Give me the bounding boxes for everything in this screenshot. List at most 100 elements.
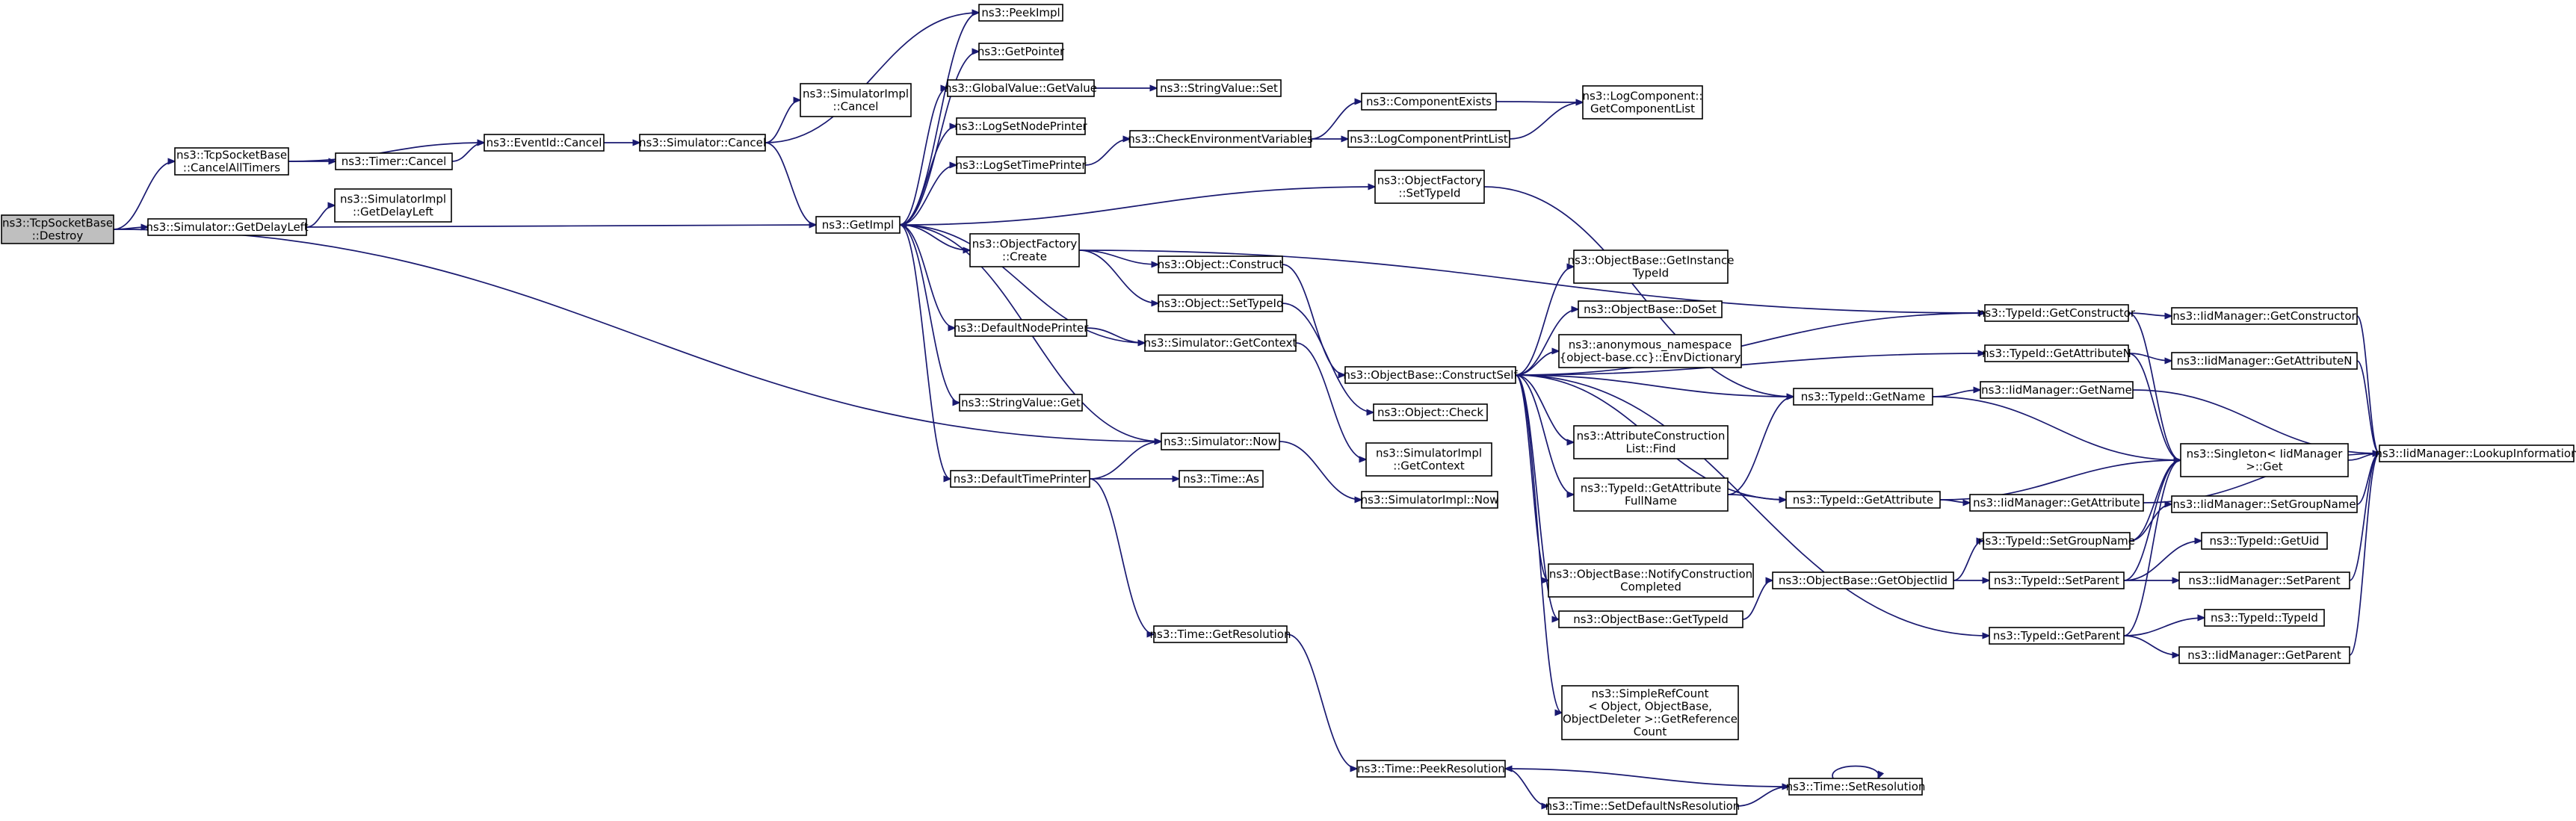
node-destroy[interactable]: ns3::TcpSocketBase::Destroy	[1, 214, 114, 244]
node-objSetTypeId[interactable]: ns3::Object::SetTypeId	[1158, 294, 1284, 312]
node-ofCreate[interactable]: ns3::ObjectFactory::Create	[969, 233, 1080, 267]
node-box	[1356, 760, 1506, 778]
node-tidGetName[interactable]: ns3::TypeId::GetName	[1793, 388, 1933, 406]
node-peekImpl[interactable]: ns3::PeekImpl	[978, 4, 1063, 22]
node-label: ns3::IidManager::GetAttributeN	[2177, 354, 2353, 368]
edge-getImpl-to-defaultNodePrinter	[899, 224, 955, 328]
node-tidSetGroupName[interactable]: ns3::TypeId::SetGroupName	[1978, 532, 2135, 550]
node-box	[1793, 388, 1933, 406]
node-label: ns3::AttributeConstruction	[1577, 430, 1726, 443]
node-box	[1983, 532, 2131, 550]
node-logComponentPrintList[interactable]: ns3::LogComponentPrintList	[1347, 130, 1510, 148]
node-label: ns3::StringValue::Set	[1160, 81, 1278, 95]
node-label: ns3::Singleton< IidManager	[2187, 447, 2344, 461]
node-label: ns3::TcpSocketBase	[2, 217, 113, 230]
edge-getImpl-to-defaultTimePrinter	[899, 224, 951, 479]
node-tidGetConstructor[interactable]: ns3::TypeId::GetConstructor	[1978, 304, 2136, 322]
node-envDictionary[interactable]: ns3::anonymous_namespace{object-base.cc}…	[1558, 334, 1742, 368]
node-cancelAllTimers[interactable]: ns3::TcpSocketBase::CancelAllTimers	[174, 147, 289, 176]
node-objCheck[interactable]: ns3::Object::Check	[1373, 403, 1488, 421]
node-obDoSet[interactable]: ns3::ObjectBase::DoSet	[1578, 300, 1723, 318]
node-label: ns3::DefaultNodePrinter	[954, 321, 1090, 335]
node-label: ns3::PeekImpl	[981, 6, 1060, 19]
node-iidSetGroupName[interactable]: ns3::IidManager::SetGroupName	[2171, 495, 2358, 513]
edge-simGetContext-to-getImpl	[900, 225, 1146, 344]
node-label: ns3::SimulatorImpl	[803, 87, 909, 101]
node-tidSetParent[interactable]: ns3::TypeId::SetParent	[1989, 571, 2125, 589]
node-iidGetConstructor[interactable]: ns3::IidManager::GetConstructor	[2171, 307, 2358, 325]
node-iidLookupInfo[interactable]: ns3::IidManager::LookupInformation	[2375, 444, 2576, 462]
node-obGetTypeId[interactable]: ns3::ObjectBase::GetTypeId	[1558, 610, 1743, 628]
node-label: ns3::LogComponentPrintList	[1350, 132, 1508, 146]
node-obNotifyConstruction[interactable]: ns3::ObjectBase::NotifyConstructionCompl…	[1548, 563, 1754, 598]
node-simNow[interactable]: ns3::Simulator::Now	[1161, 433, 1280, 450]
node-ofSetTypeId[interactable]: ns3::ObjectFactory::SetTypeId	[1374, 170, 1485, 204]
node-timeSetDefaultNsRes[interactable]: ns3::Time::SetDefaultNsResolution	[1545, 797, 1741, 815]
node-tidGetAttributeN[interactable]: ns3::TypeId::GetAttributeN	[1982, 344, 2131, 362]
node-logCompGetList[interactable]: ns3::LogComponent::GetComponentList	[1582, 85, 1703, 120]
node-box	[1548, 563, 1754, 598]
node-tidTypeId[interactable]: ns3::TypeId::TypeId	[2204, 609, 2325, 627]
node-label: FullName	[1625, 495, 1677, 508]
node-box	[1361, 491, 1498, 509]
edge-objConstruct-to-obConstructSelf	[1282, 264, 1345, 375]
node-objConstruct[interactable]: ns3::Object::Construct	[1158, 255, 1284, 273]
node-gvGetValue[interactable]: ns3::GlobalValue::GetValue	[945, 79, 1097, 97]
node-label: ns3::Time::As	[1183, 472, 1259, 486]
node-tidGetUid[interactable]: ns3::TypeId::GetUid	[2201, 532, 2328, 550]
node-svSet[interactable]: ns3::StringValue::Set	[1156, 79, 1282, 97]
node-getImpl[interactable]: ns3::GetImpl	[815, 216, 901, 234]
edge-obConstructSelf-to-simpleRefCount	[1515, 374, 1562, 713]
node-label: ::Cancel	[833, 100, 879, 114]
node-box	[1373, 403, 1488, 421]
node-simGetContext[interactable]: ns3::Simulator::GetContext	[1144, 334, 1297, 352]
node-simCancel[interactable]: ns3::Simulator::Cancel	[639, 134, 766, 152]
node-timeAs[interactable]: ns3::Time::As	[1179, 470, 1264, 488]
node-iidGetParent[interactable]: ns3::IidManager::GetParent	[2178, 646, 2350, 664]
node-logSetTimePrinter[interactable]: ns3::LogSetTimePrinter	[955, 156, 1087, 174]
node-box	[147, 218, 307, 236]
node-defaultNodePrinter[interactable]: ns3::DefaultNodePrinter	[954, 319, 1090, 337]
node-simImplGetDelayLeft[interactable]: ns3::SimulatorImpl::GetDelayLeft	[334, 188, 452, 223]
node-obGetObjectIid[interactable]: ns3::ObjectBase::GetObjectIid	[1772, 571, 1954, 589]
edge-tidGetName-to-singletonGet	[1932, 396, 2181, 460]
node-simpleRefCount[interactable]: ns3::SimpleRefCount< Object, ObjectBase,…	[1561, 685, 1739, 740]
node-box	[2171, 307, 2358, 325]
node-simImplGetContext[interactable]: ns3::SimulatorImpl::GetContext	[1365, 442, 1492, 477]
node-eventIdCancel[interactable]: ns3::EventId::Cancel	[484, 134, 605, 152]
node-checkEnvVars[interactable]: ns3::CheckEnvironmentVariables	[1128, 130, 1313, 148]
node-box	[1, 214, 114, 244]
node-iidSetParent[interactable]: ns3::IidManager::SetParent	[2178, 571, 2350, 589]
node-tidGetAttribute[interactable]: ns3::TypeId::GetAttribute	[1785, 491, 1941, 509]
edge-timeSetResolution-to-timeSetResolution	[1832, 765, 1879, 779]
node-svGet[interactable]: ns3::StringValue::Get	[959, 394, 1083, 412]
node-timePeekResolution[interactable]: ns3::Time::PeekResolution	[1356, 760, 1506, 778]
node-getPointer[interactable]: ns3::GetPointer	[977, 43, 1065, 61]
node-label: ns3::ObjectFactory	[1377, 174, 1483, 188]
node-iidGetAttributeN[interactable]: ns3::IidManager::GetAttributeN	[2171, 352, 2358, 370]
node-box	[334, 188, 452, 223]
node-obConstructSelf[interactable]: ns3::ObjectBase::ConstructSelf	[1343, 366, 1518, 384]
node-timeGetResolution[interactable]: ns3::Time::GetResolution	[1150, 625, 1291, 643]
node-simGetDelayLeft[interactable]: ns3::Simulator::GetDelayLeft	[146, 218, 309, 236]
node-simImplNow[interactable]: ns3::SimulatorImpl::Now	[1361, 491, 1499, 509]
node-timerCancel[interactable]: ns3::Timer::Cancel	[335, 152, 453, 170]
node-timeSetResolution[interactable]: ns3::Time::SetResolution	[1786, 778, 1926, 796]
node-iidGetAttribute[interactable]: ns3::IidManager::GetAttribute	[1969, 494, 2144, 512]
node-label: ObjectDeleter >::GetReference	[1563, 713, 1738, 726]
node-simImplCancel[interactable]: ns3::SimulatorImpl::Cancel	[800, 83, 912, 117]
node-logSetNodePrinter[interactable]: ns3::LogSetNodePrinter	[954, 117, 1088, 135]
node-iidGetName[interactable]: ns3::IidManager::GetName	[1980, 381, 2134, 399]
node-label: ns3::TypeId::GetAttribute	[1581, 482, 1721, 495]
edge-getImpl-to-getPointer	[899, 52, 979, 226]
node-singletonGet[interactable]: ns3::Singleton< IidManager>::Get	[2180, 443, 2349, 477]
edge-simGetContext-to-simImplGetContext	[1295, 342, 1366, 459]
node-tidGetParent[interactable]: ns3::TypeId::GetParent	[1989, 627, 2125, 645]
node-box	[815, 216, 901, 234]
node-label: ns3::GetImpl	[822, 218, 894, 232]
node-componentExists[interactable]: ns3::ComponentExists	[1361, 93, 1497, 111]
node-defaultTimePrinter[interactable]: ns3::DefaultTimePrinter	[950, 470, 1090, 488]
